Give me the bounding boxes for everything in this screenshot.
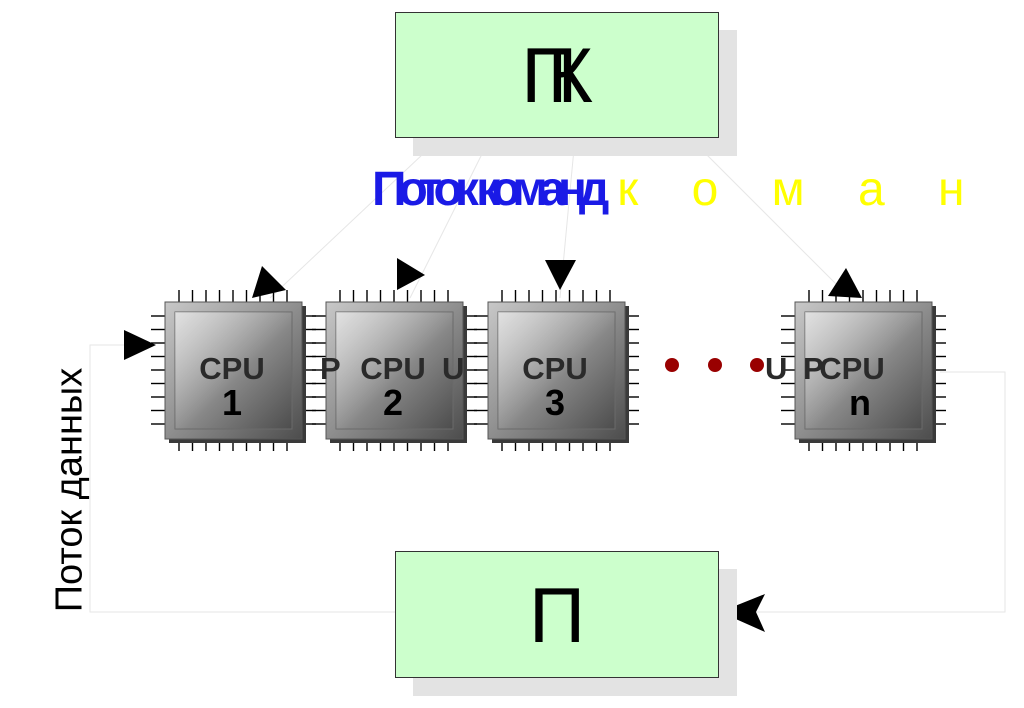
arrow-to-cpu2 [397,258,425,290]
arrow-to-cpu3 [545,260,576,290]
cpu-number: 2 [382,382,404,423]
arrowheads [124,258,862,632]
ellipsis-dot [708,358,722,372]
stray-letter: U [442,351,465,386]
arrow-to-cpun [828,268,862,298]
processor-chips [151,290,946,451]
cpu-label: CPU [360,351,426,386]
stray-letter: P [803,351,824,386]
cpu-chip [474,290,639,451]
cpu-number: 3 [544,382,566,423]
ellipsis-dots [665,358,764,372]
cpu-number: n [849,382,871,423]
cpu-chip [312,290,477,451]
cpu-label: CPU [819,351,885,386]
cpu-number: 1 [221,382,243,423]
cpu-chip [781,290,946,451]
arrow-to-cpu1 [252,266,286,298]
ellipsis-dot [665,358,679,372]
arrow-data-out [720,594,765,632]
data-flow-label: Поток данных [48,367,91,613]
cpu-label: CPU [522,351,588,386]
command-flow-lines [269,137,851,299]
cpu-chip [151,290,316,451]
cpu-label: CPU [199,351,265,386]
bottom-block-label: П [528,570,586,659]
data-flow-lines [89,344,1006,613]
ellipsis-dot [750,358,764,372]
stray-letter: U [765,351,788,386]
bottom-block: П [395,551,719,678]
arrow-data-in [124,330,156,360]
top-block: ПК [395,12,719,138]
top-block-label: ПК [521,31,592,119]
command-flow-bold: Поток команд [372,163,609,216]
command-flow-spaced: к о м а н [617,163,985,216]
stray-letter: P [320,351,341,386]
